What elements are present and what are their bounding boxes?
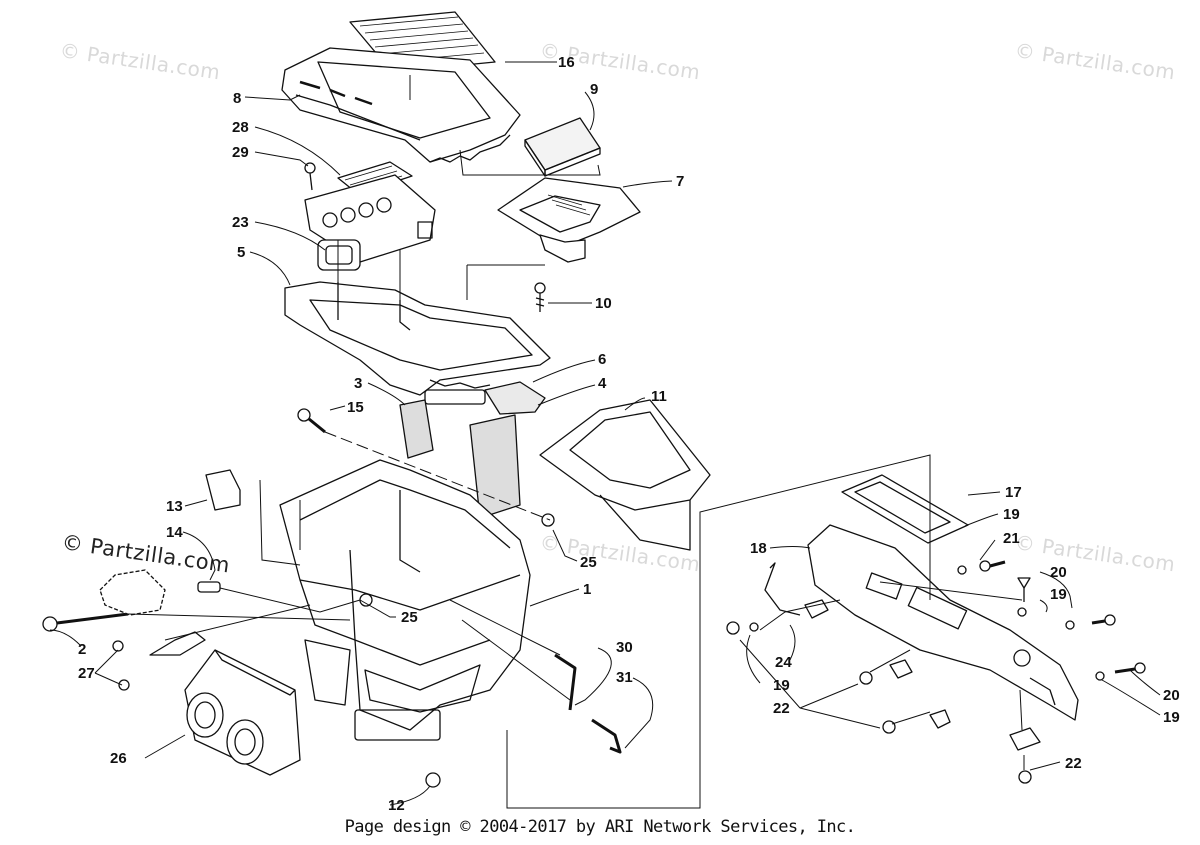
callout-31: 31 [616, 669, 633, 686]
part-21-bolt [979, 560, 1006, 572]
callout-12: 12 [388, 797, 405, 814]
part-25-nut [541, 513, 555, 527]
callout-24: 24 [775, 654, 792, 671]
part-19-washer-b [1017, 607, 1027, 617]
part-20-bolt [1017, 577, 1031, 602]
part-11-silencer [539, 399, 711, 551]
part-19-washer [957, 565, 967, 575]
part-22-nut-c [882, 709, 951, 734]
part-19-washer-d [1095, 671, 1105, 681]
part-6-foam [484, 381, 546, 415]
callout-19c: 19 [773, 677, 790, 694]
callouts: 16 8 9 28 29 7 23 5 10 6 4 3 15 11 13 14… [49, 54, 1180, 814]
part-7-intake-duct [497, 177, 641, 263]
callout-28: 28 [232, 119, 249, 136]
part-18-duct [807, 524, 1079, 721]
part-4-filter [469, 414, 521, 519]
leader-lines [127, 75, 1025, 809]
callout-19b: 19 [1050, 586, 1067, 603]
part-14-bracket [99, 569, 221, 616]
callout-13: 13 [166, 498, 183, 515]
callout-6: 6 [598, 351, 606, 368]
callout-7: 7 [676, 173, 684, 190]
callout-30: 30 [616, 639, 633, 656]
callout-11: 11 [651, 388, 667, 405]
part-30-hose [554, 653, 577, 711]
part-20-bolt-c [1114, 662, 1146, 674]
callout-21: 21 [1003, 530, 1020, 547]
callout-18: 18 [750, 540, 767, 557]
part-19-washer-c [1065, 620, 1075, 630]
callout-19: 19 [1003, 506, 1020, 523]
part-23-grommet [317, 239, 361, 271]
part-8-cover [281, 47, 521, 163]
callout-22b: 22 [1065, 755, 1082, 772]
part-12-drain [425, 772, 441, 788]
callout-3: 3 [354, 375, 362, 392]
callout-17: 17 [1005, 484, 1022, 501]
callout-20: 20 [1050, 564, 1067, 581]
part-9-foam-pad [524, 117, 601, 177]
callout-27: 27 [78, 665, 95, 682]
part-13-clip [205, 469, 241, 511]
callout-2: 2 [78, 641, 86, 658]
callout-16: 16 [558, 54, 575, 71]
part-17-seal [841, 474, 969, 544]
part-22-nut-d [1009, 727, 1041, 784]
part-2-bolt [42, 612, 129, 632]
part-10-screw [534, 282, 546, 312]
part-22-nut [726, 621, 759, 635]
callout-25b: 25 [401, 609, 418, 626]
callout-20b: 20 [1163, 687, 1180, 704]
callout-9: 9 [590, 81, 598, 98]
part-1-airbox-lower [279, 459, 531, 741]
part-20-bolt-b [1091, 614, 1116, 626]
part-3-filter [399, 399, 434, 459]
callout-14: 14 [166, 524, 183, 541]
callout-23: 23 [232, 214, 249, 231]
part-15-bolt [297, 408, 326, 434]
part-22-nut-b [859, 659, 913, 685]
callout-8: 8 [233, 90, 241, 107]
callout-5: 5 [237, 244, 245, 261]
callout-4: 4 [598, 375, 607, 392]
callout-26: 26 [110, 750, 127, 767]
callout-19d: 19 [1163, 709, 1180, 726]
part-29-screw [304, 162, 316, 191]
callout-29: 29 [232, 144, 249, 161]
callout-25: 25 [580, 554, 597, 571]
callout-1: 1 [583, 581, 591, 598]
page-footer: Page design © 2004-2017 by ARI Network S… [344, 817, 856, 837]
callout-22: 22 [773, 700, 790, 717]
part-31-clamp [591, 718, 622, 754]
callout-15: 15 [347, 399, 364, 416]
part-26-outlet [184, 649, 301, 776]
part-27-screw [112, 631, 206, 691]
callout-10: 10 [595, 295, 612, 312]
